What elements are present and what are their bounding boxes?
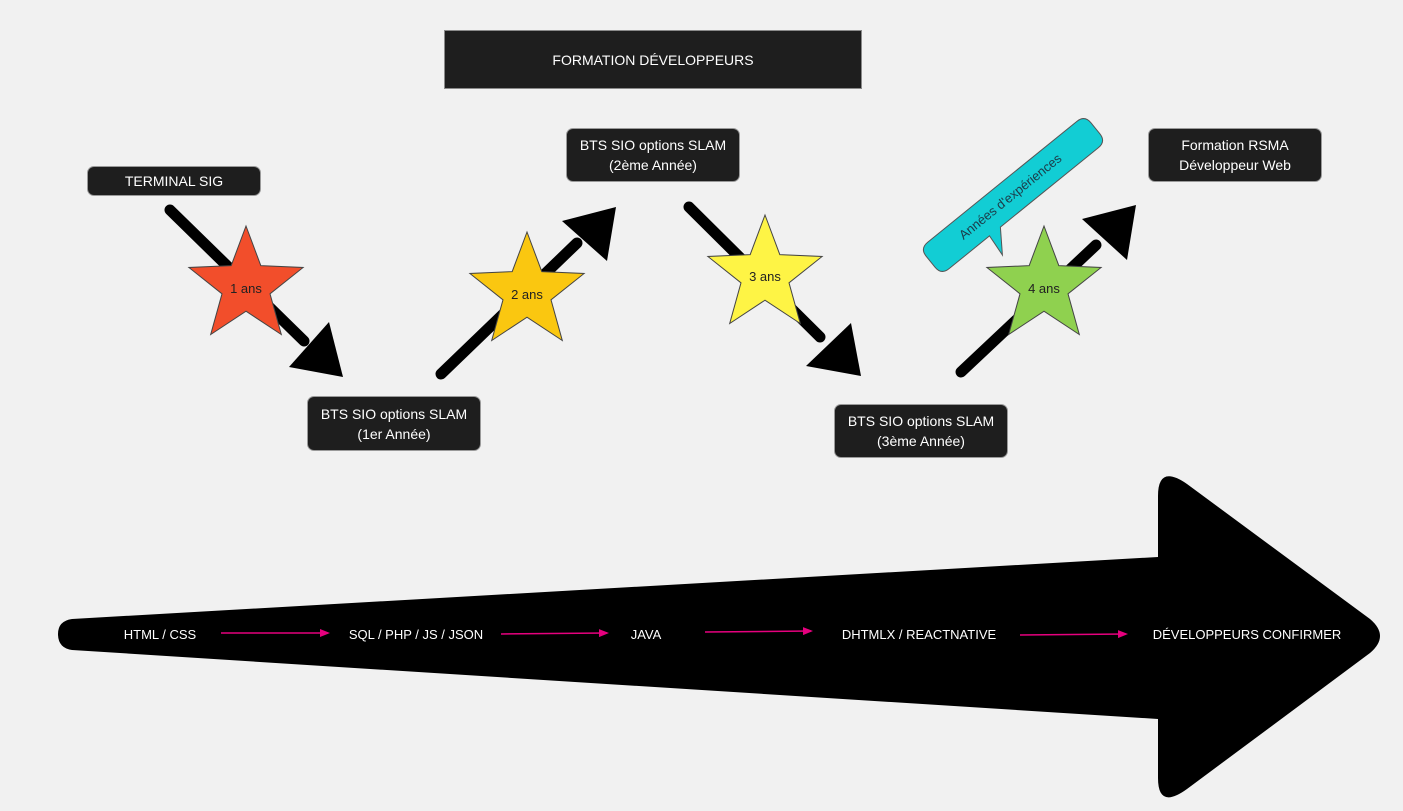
diagram-title-text: FORMATION DÉVELOPPEURS [552,51,754,68]
skill-developpeurs-confirmer: DÉVELOPPEURS CONFIRMER [1153,627,1342,642]
skill-dhtmlx-reactnative: DHTMLX / REACTNATIVE [842,627,997,642]
node-bts-2-line-1: BTS SIO options SLAM [579,137,727,153]
node-rsma-line-2: Développeur Web [1179,157,1291,173]
node-bts-2: BTS SIO options SLAM (2ème Année) [566,128,740,182]
star-2-label: 2 ans [511,287,543,302]
node-bts-1-line-2: (1er Année) [357,425,431,442]
skill-sql-php-js-json: SQL / PHP / JS / JSON [349,627,483,642]
skills-track-arrow [58,476,1380,798]
node-bts-3-line-2: (3ème Année) [877,433,965,449]
node-rsma: Formation RSMA Développeur Web [1148,128,1322,182]
diagram-title: FORMATION DÉVELOPPEURS [444,30,862,89]
node-bts-1: BTS SIO options SLAM (1er Année) [307,396,481,451]
node-bts-3-line-1: BTS SIO options SLAM [847,413,995,429]
star-4: 4 ans [985,224,1103,336]
node-bts-2-line-2: (2ème Année) [609,157,697,173]
star-1: 1 ans [187,224,305,336]
skill-java: JAVA [631,627,662,642]
skill-connector-3 [704,627,813,636]
node-rsma-line-1: Formation RSMA [1181,137,1289,153]
node-bts-3: BTS SIO options SLAM (3ème Année) [834,404,1008,458]
star-1-label: 1 ans [230,281,262,296]
node-terminal-sig: TERMINAL SIG [87,166,261,196]
star-3-label: 3 ans [749,269,781,284]
experience-callout-label: Années d'expériences [956,150,1065,242]
skill-connector-2 [500,629,609,638]
skill-html-css: HTML / CSS [124,627,197,642]
star-4-label: 4 ans [1028,281,1060,296]
node-terminal-sig-text: TERMINAL SIG [124,173,224,189]
star-2: 2 ans [468,230,586,342]
skill-connector-4 [1019,630,1128,639]
star-3: 3 ans [706,213,824,325]
node-bts-1-line-1: BTS SIO options SLAM [320,405,468,422]
